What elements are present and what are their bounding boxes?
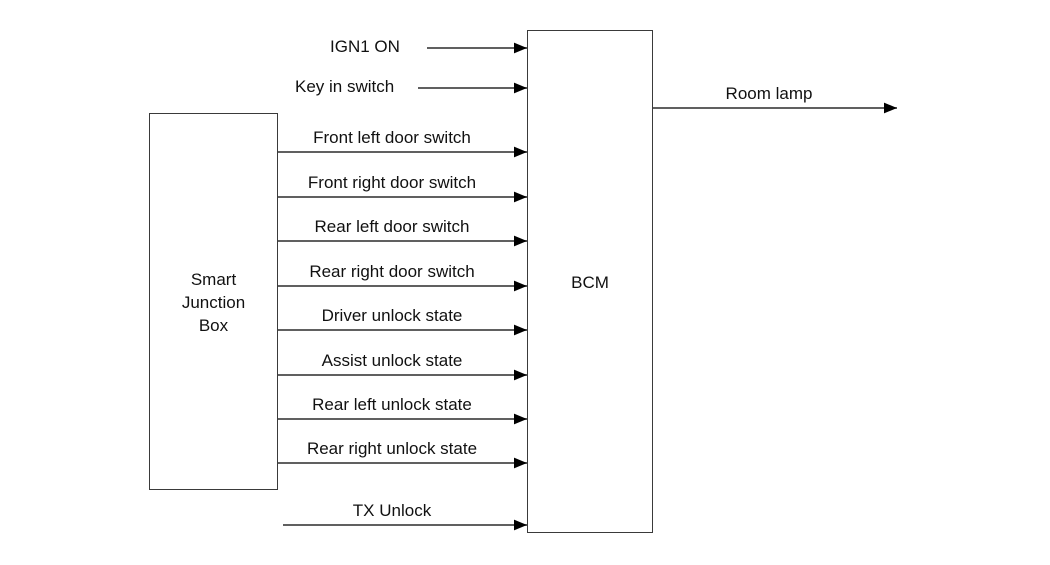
signal-label-tx-unlock: TX Unlock — [352, 501, 432, 520]
smart-junction-box-block: Smart Junction Box — [149, 113, 278, 490]
signal-label-front-left-door-switch: Front left door switch — [313, 128, 471, 147]
bcm-label: BCM — [571, 273, 609, 292]
signal-label-front-right-door-switch: Front right door switch — [307, 173, 477, 192]
signal-label-driver-unlock-state: Driver unlock state — [321, 306, 463, 325]
signal-label-rear-right-door-switch: Rear right door switch — [309, 262, 475, 281]
signal-label-rear-left-door-switch: Rear left door switch — [314, 217, 470, 236]
signal-label-ign1-on: IGN1 ON — [330, 37, 400, 56]
signal-label-room-lamp: Room lamp — [725, 84, 813, 103]
signal-label-rear-left-unlock-state: Rear left unlock state — [312, 395, 472, 414]
smart-junction-box-label: Smart Junction Box — [181, 270, 246, 335]
signal-label-rear-right-unlock-state: Rear right unlock state — [306, 439, 478, 458]
bcm-block: BCM — [527, 30, 653, 533]
signal-label-key-in-switch: Key in switch — [295, 77, 395, 96]
signal-label-assist-unlock-state: Assist unlock state — [321, 351, 463, 370]
